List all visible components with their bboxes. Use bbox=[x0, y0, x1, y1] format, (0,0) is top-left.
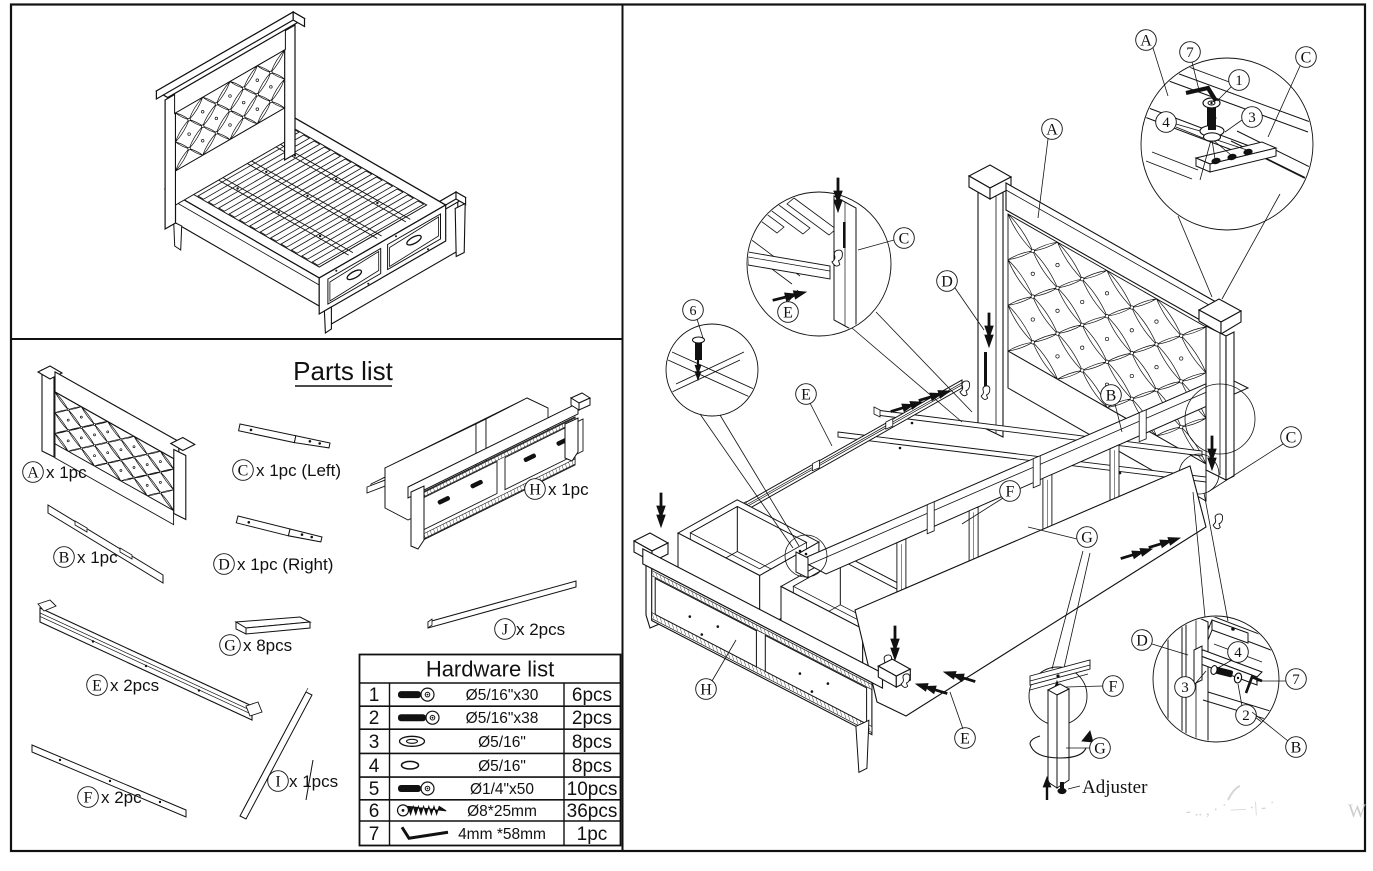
svg-text:x 1pc: x 1pc bbox=[77, 548, 118, 567]
svg-text:6pcs: 6pcs bbox=[572, 685, 612, 706]
svg-text:7: 7 bbox=[369, 824, 380, 845]
svg-text:Adjuster: Adjuster bbox=[1082, 777, 1148, 798]
svg-text:E: E bbox=[783, 304, 793, 321]
svg-text:C: C bbox=[238, 462, 249, 479]
svg-text:x 1pc (Left): x 1pc (Left) bbox=[256, 461, 341, 480]
svg-text:4mm *58mm: 4mm *58mm bbox=[458, 826, 546, 843]
svg-text:1: 1 bbox=[369, 685, 380, 706]
svg-text:C: C bbox=[1301, 49, 1312, 66]
svg-text:x 1pcs: x 1pcs bbox=[289, 772, 338, 791]
svg-text:Parts list: Parts list bbox=[293, 356, 393, 386]
svg-text:E: E bbox=[960, 730, 970, 747]
svg-text:G: G bbox=[1081, 529, 1093, 546]
svg-text:Ø5/16": Ø5/16" bbox=[478, 758, 526, 775]
svg-text:4: 4 bbox=[369, 756, 380, 777]
svg-text:F: F bbox=[84, 789, 93, 806]
svg-text:Ø1/4"x50: Ø1/4"x50 bbox=[470, 781, 534, 798]
svg-text:F: F bbox=[1006, 483, 1015, 500]
svg-text:A: A bbox=[1140, 32, 1152, 49]
svg-text:x 2pc: x 2pc bbox=[101, 788, 142, 807]
svg-text:7: 7 bbox=[1292, 672, 1300, 688]
svg-text:H: H bbox=[529, 481, 541, 498]
svg-text:x 2pcs: x 2pcs bbox=[110, 676, 159, 695]
svg-text:6: 6 bbox=[690, 304, 697, 319]
svg-text:x 2pcs: x 2pcs bbox=[516, 620, 565, 639]
svg-text:E: E bbox=[92, 677, 102, 694]
svg-text:W: W bbox=[1348, 801, 1366, 822]
svg-text:B: B bbox=[1291, 739, 1302, 756]
svg-text:B: B bbox=[1106, 387, 1117, 404]
svg-text:5: 5 bbox=[369, 779, 380, 800]
svg-text:2: 2 bbox=[369, 708, 380, 729]
svg-text:F: F bbox=[1109, 678, 1118, 695]
svg-text:x 1pc (Right): x 1pc (Right) bbox=[237, 555, 333, 574]
svg-text:36pcs: 36pcs bbox=[567, 801, 618, 822]
svg-text:Hardware list: Hardware list bbox=[426, 657, 554, 682]
svg-text:Ø5/16"x38: Ø5/16"x38 bbox=[466, 710, 539, 727]
svg-text:D: D bbox=[941, 273, 953, 290]
svg-text:8pcs: 8pcs bbox=[572, 732, 612, 753]
svg-text:10pcs: 10pcs bbox=[567, 779, 618, 800]
svg-text:G: G bbox=[1094, 740, 1106, 757]
svg-text:I: I bbox=[275, 773, 280, 790]
svg-text:8pcs: 8pcs bbox=[572, 756, 612, 777]
svg-text:1: 1 bbox=[1235, 73, 1243, 89]
svg-text:3: 3 bbox=[369, 732, 380, 753]
svg-text:x 1pc: x 1pc bbox=[548, 480, 589, 499]
svg-text:2: 2 bbox=[1242, 708, 1250, 724]
svg-text:C: C bbox=[1286, 429, 1297, 446]
svg-text:D: D bbox=[218, 556, 230, 573]
svg-text:J: J bbox=[502, 621, 508, 638]
svg-text:H: H bbox=[700, 681, 712, 698]
svg-text:6: 6 bbox=[369, 801, 380, 822]
svg-text:G: G bbox=[224, 637, 236, 654]
svg-text:4: 4 bbox=[1234, 645, 1242, 661]
svg-text:4: 4 bbox=[1162, 115, 1170, 131]
svg-text:C: C bbox=[899, 230, 910, 247]
svg-text:3: 3 bbox=[1181, 680, 1189, 696]
svg-text:1pc: 1pc bbox=[577, 824, 608, 845]
svg-text:E: E bbox=[801, 386, 811, 403]
svg-text:2pcs: 2pcs bbox=[572, 708, 612, 729]
svg-text:3: 3 bbox=[1248, 110, 1256, 126]
svg-text:B: B bbox=[59, 549, 70, 566]
svg-text:Ø5/16"x30: Ø5/16"x30 bbox=[466, 687, 539, 704]
svg-text:7: 7 bbox=[1186, 45, 1194, 61]
svg-text:x 1pc: x 1pc bbox=[46, 463, 87, 482]
svg-text:A: A bbox=[1046, 121, 1058, 138]
svg-text:Ø8*25mm: Ø8*25mm bbox=[467, 803, 537, 820]
svg-text:x 8pcs: x 8pcs bbox=[243, 636, 292, 655]
svg-text:A: A bbox=[27, 464, 39, 481]
svg-text:Ø5/16": Ø5/16" bbox=[478, 734, 526, 751]
svg-text:- .. , · ˙ — ·| - ˙: - .. , · ˙ — ·| - ˙ bbox=[1185, 799, 1275, 820]
svg-text:D: D bbox=[1136, 632, 1148, 649]
